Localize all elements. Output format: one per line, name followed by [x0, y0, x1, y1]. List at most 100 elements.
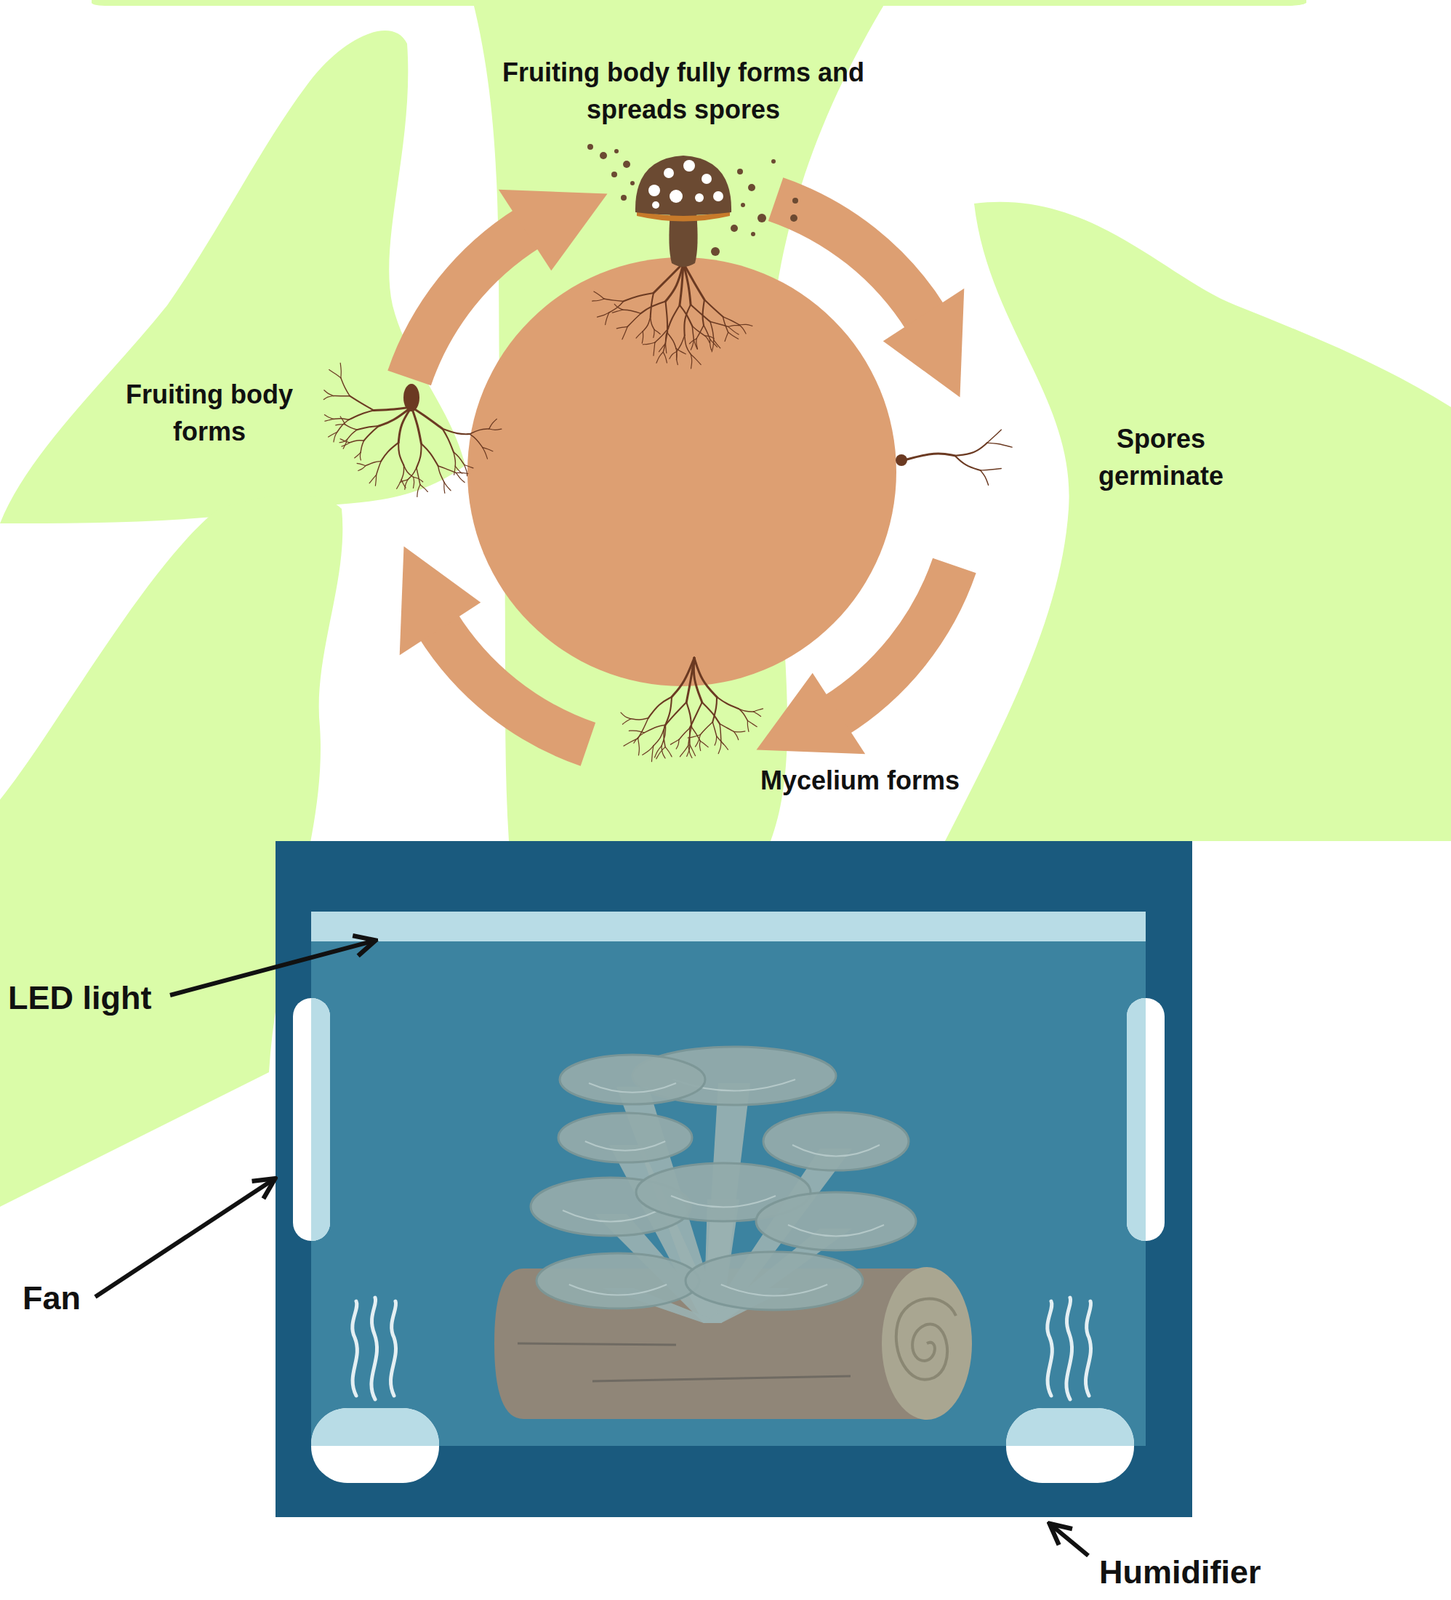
mycelium-roots [670, 739, 679, 745]
mycelium-roots [656, 747, 666, 759]
mycelium-roots [416, 443, 422, 468]
mycelium-roots [420, 443, 438, 466]
mycelium-roots [593, 291, 605, 299]
mushroom [663, 167, 674, 179]
mycelium-roots [638, 738, 640, 756]
mycelium-roots [339, 439, 348, 442]
mycelium-roots [622, 309, 642, 314]
mushroom [635, 155, 732, 216]
fan [1126, 998, 1165, 1241]
spores [622, 160, 631, 168]
mycelium-roots [710, 339, 712, 351]
mycelium-roots [723, 316, 741, 325]
mycelium-roots [665, 301, 668, 333]
mycelium-roots [354, 452, 361, 458]
log [881, 1267, 972, 1420]
mycelium-roots [349, 396, 374, 411]
steam [1085, 1301, 1091, 1396]
humidifier [311, 1408, 440, 1483]
mycelium-roots [686, 657, 695, 703]
mycelium-roots [417, 484, 421, 498]
mycelium-roots [665, 747, 672, 757]
mycelium-roots [724, 332, 729, 341]
oyster-mushrooms [670, 1195, 776, 1208]
mycelium-roots [656, 351, 663, 363]
mycelium-roots [719, 724, 735, 733]
mycelium-roots [980, 470, 989, 485]
mycelium-roots [401, 479, 406, 488]
mycelium-roots [622, 718, 631, 725]
mycelium-roots [358, 465, 366, 472]
oyster-mushrooms [756, 1192, 916, 1251]
leader-arrow [95, 1179, 275, 1297]
mycelium-roots [411, 407, 421, 444]
mycelium-roots [469, 433, 483, 448]
spores [790, 214, 798, 222]
cycle-arrow [822, 558, 976, 736]
spore [895, 454, 908, 466]
mycelium-roots [375, 474, 376, 486]
life-cycle [323, 143, 1012, 767]
mycelium-roots [376, 460, 382, 475]
cycle-arrow [399, 545, 596, 766]
spores [748, 183, 756, 192]
mycelium-roots [718, 741, 722, 754]
mycelium-roots [337, 419, 349, 432]
mycelium-roots [739, 324, 746, 334]
spores [740, 202, 746, 208]
mycelium-roots [636, 331, 643, 339]
mycelium-roots [348, 410, 374, 421]
mycelium-roots [482, 447, 488, 459]
mycelium-roots [987, 442, 1012, 448]
oyster-mushrooms [788, 1224, 884, 1237]
part-label: LED light [7, 974, 198, 1022]
mycelium-roots [333, 395, 350, 397]
humidifier [1006, 1408, 1135, 1446]
mycelium-roots [438, 465, 445, 482]
mycelium-roots [714, 736, 717, 746]
mycelium-roots [711, 340, 714, 352]
mycelium-roots [955, 455, 981, 471]
mycelium-roots [987, 429, 1002, 443]
mycelium-roots [700, 740, 709, 747]
mycelium-roots [642, 342, 655, 345]
grow-chamber [275, 841, 1193, 1518]
mycelium-roots [454, 465, 456, 475]
mycelium-roots [699, 740, 701, 751]
mycelium-roots [734, 731, 739, 740]
mycelium-roots [690, 304, 711, 322]
mycelium-roots [728, 326, 739, 335]
mycelium-roots [710, 322, 729, 328]
part-label: Fan [22, 1275, 139, 1322]
mycelium-roots [328, 432, 338, 438]
mycelium-roots [403, 465, 413, 477]
mycelium-roots [380, 442, 399, 462]
mycelium-roots [713, 340, 721, 349]
steam [1047, 1301, 1053, 1396]
mycelium-roots [678, 728, 690, 741]
cycle-arrow [417, 612, 596, 766]
mycelium-roots [401, 465, 404, 480]
mycelium-roots [671, 657, 695, 698]
spores [757, 213, 767, 223]
spores [587, 143, 594, 150]
mycelium-roots [642, 745, 654, 755]
leader-arrow [170, 940, 375, 996]
mycelium-roots [654, 329, 661, 334]
part-label: Humidifier [1099, 1549, 1420, 1596]
oyster-mushrooms [536, 1253, 700, 1309]
mycelium-roots [651, 745, 653, 762]
mycelium-roots [747, 720, 757, 727]
mycelium-roots [667, 332, 677, 349]
led-light [311, 911, 1146, 942]
log [896, 1299, 956, 1380]
humidifier [1006, 1408, 1135, 1483]
mycelium-roots [489, 428, 502, 430]
mycelium-roots [955, 442, 988, 456]
mycelium-roots [442, 428, 471, 434]
mycelium-roots [691, 726, 701, 741]
mycelium-roots [679, 305, 693, 327]
spores [710, 247, 720, 256]
oyster-mushrooms [685, 1251, 863, 1310]
stage-label: Spores germinate [1080, 420, 1241, 495]
